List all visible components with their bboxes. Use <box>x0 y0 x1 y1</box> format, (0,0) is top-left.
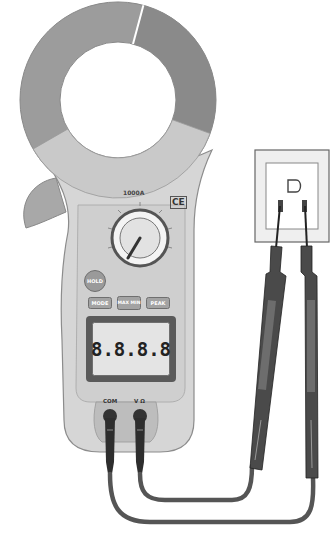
rotary-dial <box>112 210 168 266</box>
lead-plug <box>105 418 115 474</box>
peak-button: PEAK <box>146 297 170 309</box>
front-panel <box>76 205 185 402</box>
outlet-plate <box>266 163 318 229</box>
dial-pointer <box>128 238 140 258</box>
max-min-button: MAX MIN <box>117 296 141 310</box>
mode-button: MODE <box>88 297 112 309</box>
button-label: MAX MIN <box>118 301 141 306</box>
jaw-gap <box>133 5 143 44</box>
dial-knob <box>120 218 160 258</box>
lcd-frame <box>86 316 176 382</box>
test-probe <box>301 206 318 478</box>
button-label: MODE <box>92 301 109 306</box>
clamp-jaw <box>20 2 216 198</box>
range-label: 1000A <box>123 190 144 196</box>
button-label: PEAK <box>151 301 166 306</box>
lead-plug <box>135 418 145 474</box>
jack-area <box>94 402 158 442</box>
wall-outlet <box>255 150 329 242</box>
display-digits: 8.8.8.8 <box>91 340 171 359</box>
meter-body <box>40 150 212 452</box>
ground-slot <box>288 180 301 192</box>
jaw-segment <box>133 5 216 133</box>
button-label: HOLD <box>87 279 103 284</box>
test-probe <box>250 206 286 470</box>
jack-label: COM <box>103 399 117 405</box>
lcd-display: 8.8.8.8 <box>92 322 170 376</box>
jaw-lower <box>33 120 210 198</box>
hold-button: HOLD <box>84 270 106 292</box>
test-lead-wire <box>140 466 252 500</box>
jack-label: V Ω <box>134 399 145 405</box>
ce-mark: CE <box>170 196 187 209</box>
